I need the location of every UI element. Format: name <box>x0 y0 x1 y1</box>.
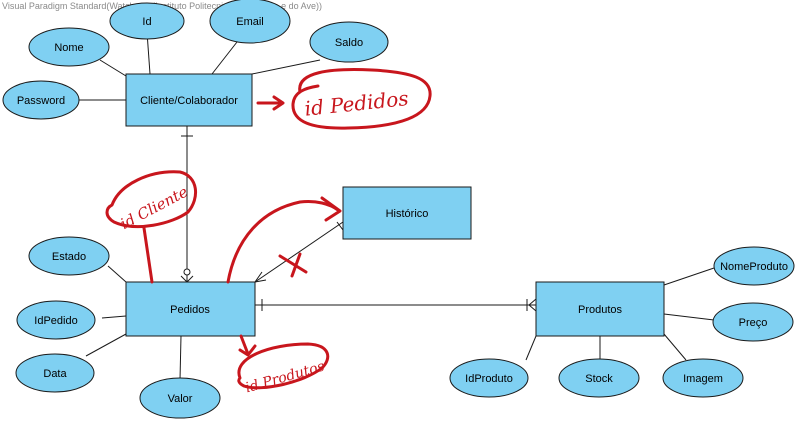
attribute-email-shape <box>209 0 291 44</box>
attribute-estado-shape <box>28 236 110 276</box>
attribute-stock-label: Stock <box>585 373 613 385</box>
attribute-nome[interactable]: Nome <box>28 27 110 67</box>
attribute-saldo-shape <box>309 21 389 63</box>
attribute-nome-label: Nome <box>54 42 83 54</box>
attribute-preco[interactable]: Preço <box>712 302 794 342</box>
attribute-idpedido-shape <box>16 300 96 340</box>
entity-produtos[interactable]: Produtos <box>535 281 665 337</box>
line-idpedido <box>101 315 127 319</box>
attribute-valor[interactable]: Valor <box>139 377 221 419</box>
cardinality-one-historico <box>336 221 344 231</box>
annotation-idpedidos: id Pedidos <box>256 68 432 130</box>
attribute-nomeproduto-shape <box>713 246 795 286</box>
annotation-idcliente: id Cliente <box>105 170 197 284</box>
crowfoot-produtos-a <box>528 298 537 306</box>
attribute-idpedido-label: IdPedido <box>34 315 77 327</box>
entity-historico[interactable]: Histórico <box>342 186 472 240</box>
entity-produtos-label: Produtos <box>578 304 623 316</box>
entity-cliente[interactable]: Cliente/Colaborador <box>125 73 253 127</box>
attribute-stock[interactable]: Stock <box>558 358 640 398</box>
entity-pedidos[interactable]: Pedidos <box>125 281 256 337</box>
crowfoot-historico-a <box>254 271 263 283</box>
line-idproduto <box>525 335 537 361</box>
attribute-id-label: Id <box>142 16 151 28</box>
attribute-idproduto[interactable]: IdProduto <box>449 358 529 398</box>
attribute-nome-shape <box>28 27 110 67</box>
entity-pedidos-label: Pedidos <box>170 304 210 316</box>
attribute-email-label: Email <box>236 16 264 28</box>
blob-idcliente <box>105 170 197 229</box>
attribute-preco-shape <box>712 302 794 342</box>
attribute-data-shape <box>15 353 95 393</box>
entity-historico-box <box>342 186 472 240</box>
arrowhead-historico <box>320 196 342 222</box>
stem-idcliente <box>142 226 154 284</box>
entity-produtos-box <box>535 281 665 337</box>
entity-cliente-box <box>125 73 253 127</box>
attribute-email[interactable]: Email <box>209 0 291 44</box>
line-saldo <box>251 59 321 75</box>
arrow-to-idpedidos <box>256 95 285 111</box>
attribute-idproduto-shape <box>449 358 529 398</box>
attribute-estado-label: Estado <box>52 251 86 263</box>
crowfoot-historico-b <box>254 279 267 283</box>
attribute-idproduto-label: IdProduto <box>465 373 513 385</box>
attribute-imagem[interactable]: Imagem <box>662 358 744 398</box>
attribute-nomeproduto-label: NomeProduto <box>720 261 788 273</box>
attribute-saldo-label: Saldo <box>335 37 363 49</box>
line-estado <box>107 265 127 283</box>
line-pedidos-historico <box>254 221 344 283</box>
attribute-stock-shape <box>558 358 640 398</box>
entity-cliente-label: Cliente/Colaborador <box>140 95 238 107</box>
blob-idprodutos <box>237 342 330 390</box>
annotation-historico-arrow <box>226 196 342 284</box>
crowfoot-produtos-b <box>528 304 537 312</box>
arrow-to-idprodutos <box>238 334 257 357</box>
line-nome <box>99 59 127 77</box>
attribute-estado[interactable]: Estado <box>28 236 110 276</box>
handwritten-idpedidos: id Pedidos <box>303 86 409 121</box>
annotation-idprodutos: id Produtos <box>237 334 330 397</box>
cardinality-zero-pedidos <box>183 268 191 276</box>
attribute-password-label: Password <box>17 95 65 107</box>
entity-historico-label: Histórico <box>386 208 429 220</box>
line-nomeproduto <box>663 267 715 286</box>
line-imagem <box>663 333 687 361</box>
attribute-idpedido[interactable]: IdPedido <box>16 300 96 340</box>
cross-out-relation <box>278 252 308 278</box>
attribute-nomeproduto[interactable]: NomeProduto <box>713 246 795 286</box>
attribute-valor-label: Valor <box>168 393 193 405</box>
attribute-preco-label: Preço <box>739 317 768 329</box>
attribute-saldo[interactable]: Saldo <box>309 21 389 63</box>
arrow-curve-historico <box>226 200 340 284</box>
crowfoot-left <box>180 275 188 283</box>
handwritten-idprodutos: id Produtos <box>244 359 327 397</box>
line-valor <box>179 335 182 381</box>
ellipse-idpedidos <box>291 68 432 130</box>
attribute-data[interactable]: Data <box>15 353 95 393</box>
attribute-password-shape <box>2 80 80 120</box>
entity-pedidos-box <box>125 281 256 337</box>
line-data <box>85 333 127 357</box>
connectors <box>66 31 715 381</box>
attribute-id-shape <box>109 2 185 40</box>
attribute-imagem-shape <box>662 358 744 398</box>
crowfoot-right <box>186 275 194 283</box>
line-email <box>211 41 238 75</box>
attribute-password[interactable]: Password <box>2 80 80 120</box>
line-preco <box>663 313 715 321</box>
attribute-data-label: Data <box>43 368 67 380</box>
attribute-imagem-label: Imagem <box>683 373 723 385</box>
attribute-valor-shape <box>139 377 221 419</box>
attribute-id[interactable]: Id <box>109 2 185 40</box>
